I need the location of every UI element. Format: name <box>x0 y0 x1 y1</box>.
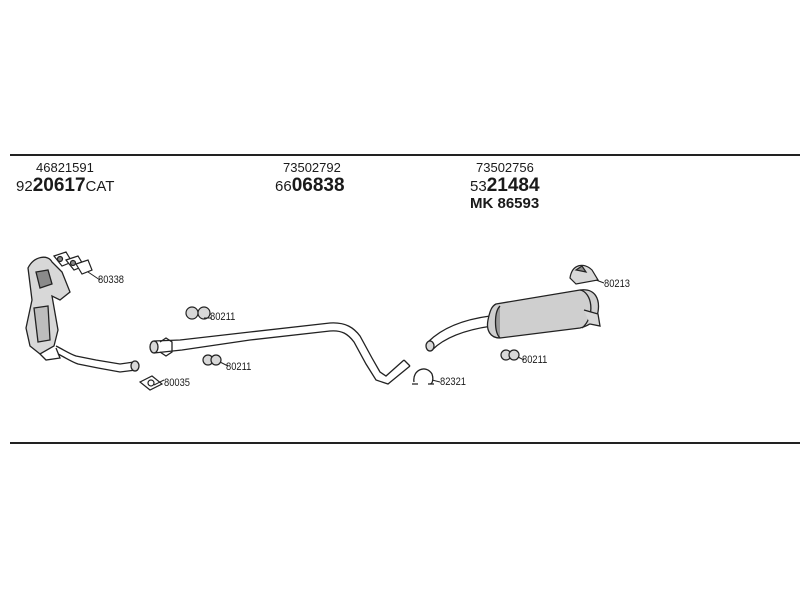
leader-lines <box>87 271 605 386</box>
middle-pipe <box>149 322 411 385</box>
front-pipe <box>55 345 140 373</box>
part-number-2: 6606838 <box>275 175 345 196</box>
bottom-divider <box>10 442 800 444</box>
clamp-part <box>412 368 434 385</box>
ref-number-2: 73502792 <box>283 160 341 175</box>
bracket-part <box>569 264 599 285</box>
label-gasket-bottom: 80035 <box>164 377 191 389</box>
gasket-bottom-part <box>138 375 164 391</box>
hanger-1-part <box>185 306 211 320</box>
alt-part-number-3: MK 86593 <box>470 195 540 212</box>
label-hanger-2: 80211 <box>226 361 252 373</box>
label-gasket-top: 80338 <box>98 274 125 286</box>
ref-number-3: 73502756 <box>476 160 534 175</box>
ref-number-1: 46821591 <box>36 160 94 175</box>
top-divider <box>10 154 800 156</box>
gasket-top-part <box>52 251 93 275</box>
part-number-1: 9220617CAT <box>16 175 115 196</box>
label-hanger-1: 80211 <box>210 311 236 323</box>
label-bracket: 80213 <box>604 278 631 290</box>
manifold-catalyst <box>25 256 71 361</box>
part-number-3: 5321484 <box>470 175 540 196</box>
rear-silencer <box>425 289 601 352</box>
hanger-3-part <box>500 349 520 361</box>
label-clamp: 82321 <box>440 376 467 388</box>
hanger-2-part <box>202 354 222 366</box>
label-hanger-3: 80211 <box>522 354 548 366</box>
